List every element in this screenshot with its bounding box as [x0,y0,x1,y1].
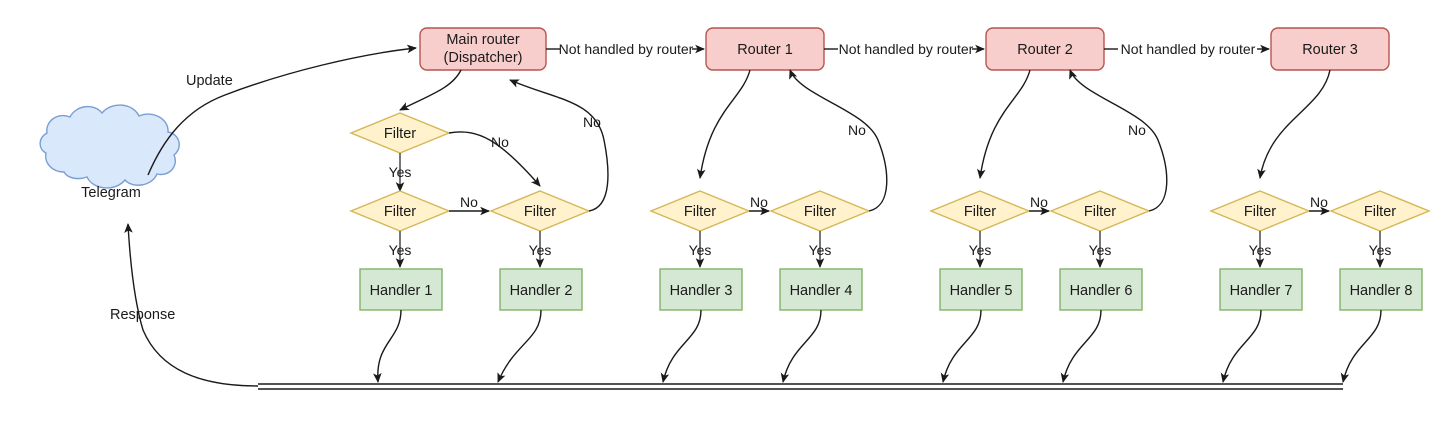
filter-b[interactable]: Filter [349,190,451,232]
filter-d[interactable]: Filter [649,190,751,232]
handler-8-label: Handler 8 [1350,283,1413,299]
handler-8[interactable]: Handler 8 [1339,268,1423,311]
router-main-label-line1: Main router [446,32,520,48]
filter-f[interactable]: Filter [929,190,1031,232]
filter-c[interactable]: Filter [489,190,591,232]
edge-label-no-e: No [848,122,866,138]
edge-label-yes-d: Yes [689,242,712,258]
cloud-label: Telegram [81,185,141,201]
handler-1[interactable]: Handler 1 [359,268,443,311]
edge-label-yes-i: Yes [1369,242,1392,258]
edge-label-not-handled-3: Not handled by router [1121,41,1256,57]
filter-e[interactable]: Filter [769,190,871,232]
handler-4-label: Handler 4 [790,283,853,299]
filter-f-label: Filter [964,204,996,220]
handler-2-label: Handler 2 [510,283,573,299]
filter-a-label: Filter [384,126,416,142]
edge-router-2-to-filter-f [977,69,1031,179]
router-main-label-line2: (Dispatcher) [444,50,523,66]
router-3-label: Router 3 [1302,42,1358,58]
filter-i[interactable]: Filter [1329,190,1431,232]
handler-7[interactable]: Handler 7 [1219,268,1303,311]
handler-2[interactable]: Handler 2 [499,268,583,311]
filter-d-label: Filter [684,204,716,220]
filter-g-label: Filter [1084,204,1116,220]
edge-label-no-f: No [1030,194,1048,210]
filter-h-label: Filter [1244,204,1276,220]
handler-3[interactable]: Handler 3 [659,268,743,311]
filter-h[interactable]: Filter [1209,190,1311,232]
edge-router-2-to-router-3: Not handled by router [1104,41,1270,57]
filter-c-label: Filter [524,204,556,220]
edge-router-3-to-filter-h [1257,69,1331,179]
edge-handler-3-to-bus [660,309,702,383]
edge-label-yes-a: Yes [389,164,412,180]
edge-update: Update [147,44,417,176]
edge-label-not-handled-2: Not handled by router [839,41,974,57]
response-bus [258,383,1343,390]
edge-label-no-a: No [491,134,509,150]
filter-a[interactable]: Filter [349,112,451,154]
handler-7-label: Handler 7 [1230,283,1293,299]
filter-b-label: Filter [384,204,416,220]
edge-label-yes-e: Yes [809,242,832,258]
edge-handler-7-to-bus [1220,309,1262,383]
edge-main-to-router-1: Not handled by router [546,41,705,57]
edge-label-not-handled-1: Not handled by router [559,41,694,57]
handler-6[interactable]: Handler 6 [1059,268,1143,311]
edge-label-no-h: No [1310,194,1328,210]
edge-filter-e-no-return [789,69,888,212]
router-2-label: Router 2 [1017,42,1073,58]
edge-filter-g-no-return [1069,69,1168,212]
edge-handler-8-to-bus [1340,309,1382,383]
edge-filter-c-no-return [509,79,609,212]
telegram-cloud: Telegram [39,104,180,201]
handler-3-label: Handler 3 [670,283,733,299]
router-2[interactable]: Router 2 [985,27,1105,71]
edge-handler-4-to-bus [780,309,822,383]
edge-router-1-to-router-2: Not handled by router [824,41,985,57]
edge-label-no-g: No [1128,122,1146,138]
edge-handler-6-to-bus [1060,309,1102,383]
router-1[interactable]: Router 1 [705,27,825,71]
edge-label-yes-f: Yes [969,242,992,258]
edge-label-yes-h: Yes [1249,242,1272,258]
edge-label-yes-b: Yes [389,242,412,258]
edge-response: Response [110,223,259,387]
edge-label-no-c: No [583,114,601,130]
edge-handler-1-to-bus [373,309,402,383]
router-main[interactable]: Main router (Dispatcher) [419,27,547,71]
edge-label-response: Response [110,307,175,323]
edge-handler-5-to-bus [940,309,982,383]
filter-i-label: Filter [1364,204,1396,220]
edge-main-to-filter-a [399,69,462,111]
handler-1-label: Handler 1 [370,283,433,299]
edge-filter-a-no [448,131,541,187]
handler-5[interactable]: Handler 5 [939,268,1023,311]
router-1-label: Router 1 [737,42,793,58]
edge-label-no-b: No [460,194,478,210]
edge-router-1-to-filter-d [697,69,751,179]
handler-4[interactable]: Handler 4 [779,268,863,311]
edge-label-no-d: No [750,194,768,210]
edge-label-update: Update [186,73,233,89]
edge-handler-2-to-bus [497,309,542,383]
router-3[interactable]: Router 3 [1270,27,1390,71]
edge-label-yes-g: Yes [1089,242,1112,258]
filter-e-label: Filter [804,204,836,220]
filter-g[interactable]: Filter [1049,190,1151,232]
handler-6-label: Handler 6 [1070,283,1133,299]
handler-5-label: Handler 5 [950,283,1013,299]
edge-label-yes-c: Yes [529,242,552,258]
